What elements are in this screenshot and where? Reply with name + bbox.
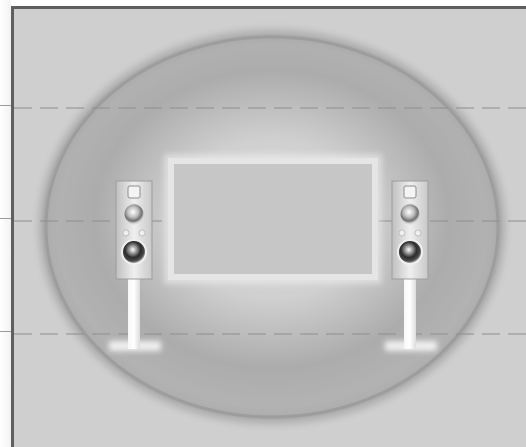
- left-stand-pole: [128, 279, 140, 349]
- right-stand-pole: [404, 279, 416, 349]
- right-speaker-port-left: [399, 230, 405, 236]
- left-speaker-top-driver: [128, 186, 140, 198]
- right-speaker-port-right: [415, 230, 421, 236]
- guide-tick-top: [0, 105, 11, 106]
- guide-tick-middle: [0, 218, 11, 219]
- right-speaker-mid-driver: [400, 204, 420, 224]
- guide-tick-bottom: [0, 331, 11, 332]
- right-speaker-woofer: [398, 240, 422, 264]
- left-speaker-mid-driver: [124, 204, 144, 224]
- left-speaker-port-right: [139, 230, 145, 236]
- canvas-left-margin: [0, 0, 11, 447]
- room-view-frame: [11, 6, 526, 447]
- left-speaker-port-left: [123, 230, 129, 236]
- display-screen-icon[interactable]: [171, 161, 375, 277]
- room-layout-svg: [14, 9, 526, 447]
- right-speaker-top-driver: [404, 186, 416, 198]
- left-speaker-woofer: [122, 240, 146, 264]
